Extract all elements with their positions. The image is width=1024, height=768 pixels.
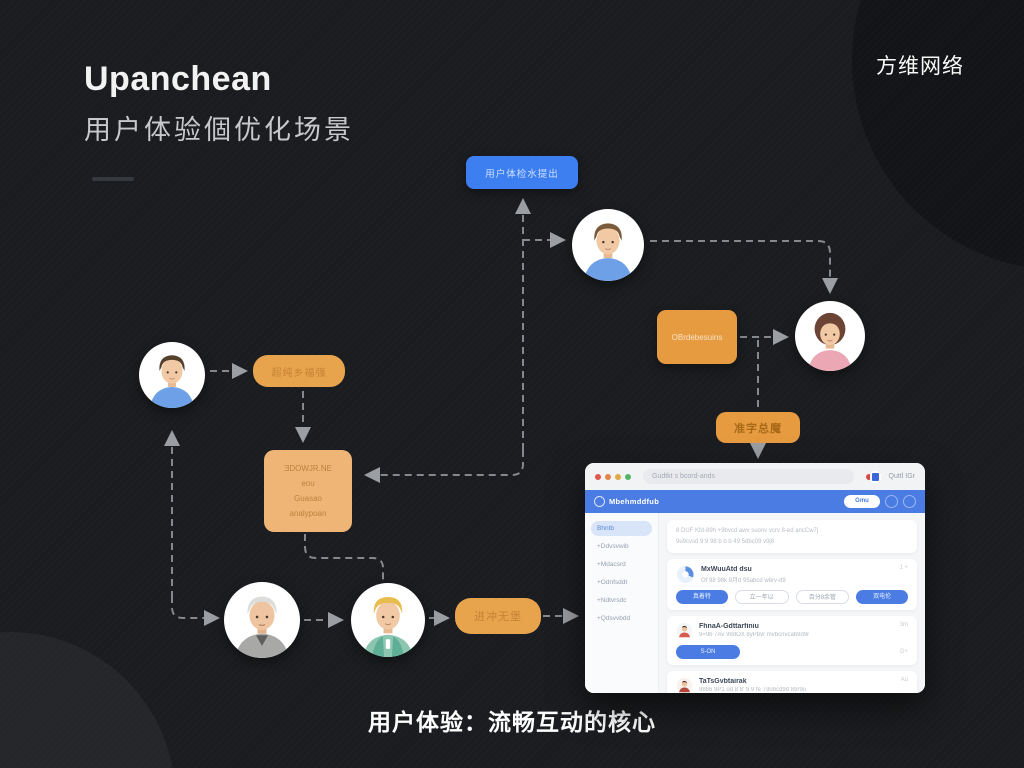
card-1-subtitle: Of 98 98k 9月d 95abcd wbrv-d9	[701, 577, 786, 584]
site-nav-button[interactable]: Gmu	[844, 495, 880, 508]
card-1-button-4[interactable]: 双电伦	[856, 590, 908, 604]
feature-card-3: TaTsGvbtairak 9886 9P1 od 8 8' 9 9 fe T9…	[667, 671, 917, 693]
avatar-young-person	[351, 583, 425, 657]
card-2-title: FhnaA-Gdttarfiniu	[699, 623, 759, 630]
slide-title: Upanchean	[84, 60, 272, 98]
avatar-old-man	[224, 582, 300, 658]
card-3-corner-label: Au	[900, 677, 908, 683]
process-line-4: analypoan	[289, 509, 327, 519]
process-line-3: Guasao	[293, 494, 323, 503]
card-2-corner-label: 3m	[899, 622, 908, 628]
sidebar-item-1[interactable]: +Ddvsvwib	[597, 543, 629, 550]
card-2-button[interactable]: S-ON	[676, 645, 740, 659]
process-line-1: ƎDOWJR.NE	[284, 463, 332, 473]
card-3-title: TaTsGvbtairak	[699, 678, 747, 685]
pie-chart-icon	[676, 565, 695, 584]
sidebar-item-4[interactable]: +Ndtvrsdc	[597, 597, 627, 604]
card-1-corner-label: 1 +	[899, 565, 908, 571]
site-main-column: 8 DUF Kfd-89h +9bvcd awv suonv vcrv 8-ed…	[659, 513, 925, 693]
traffic-light-red[interactable]	[595, 473, 601, 480]
sidebar-item-3[interactable]: +Odnfsddt	[597, 579, 628, 586]
site-nav-bar: Mbehmddfub Gmu	[585, 490, 925, 513]
avatar-old-man-illustration	[235, 596, 289, 658]
brand-watermark: 方维网络	[876, 55, 964, 78]
url-bar[interactable]: Gudtkt s bcord-ands	[643, 469, 854, 484]
avatar-man-left	[139, 342, 205, 408]
intro-card: 8 DUF Kfd-89h +9bvcd awv suonv vcrv 8-ed…	[667, 520, 917, 553]
flow-node-blue-start: 用户体检水提出	[466, 156, 578, 189]
feature-card-1: MxWuuAtd dsu Of 98 98k 9月d 95abcd wbrv-d…	[667, 559, 917, 610]
avatar-woman-illustration	[808, 312, 852, 371]
flow-node-process: ƎDOWJR.NE eou Guasao analypoan	[264, 450, 352, 532]
flow-node-left: 超纯乡福强	[253, 355, 345, 387]
flow-node-decision: OBrdebesuins	[657, 310, 737, 364]
flow-node-bottom: 进冲无堡	[455, 598, 541, 634]
nav-circle-icon-2[interactable]	[903, 495, 916, 508]
site-sidebar: Bhntb +Ddvsvwib +Mdacsrd +Odnfsddt +Ndtv…	[585, 513, 659, 693]
flow-node-action: 准字总魔	[716, 412, 800, 443]
sidebar-item-5[interactable]: +Qdsvvbdd	[597, 615, 631, 622]
site-content: Bhntb +Ddvsvwib +Mdacsrd +Odnfsddt +Ndtv…	[585, 513, 925, 693]
card-2-corner-label-2: D+	[900, 649, 908, 655]
card-1-button-2[interactable]: 立一年以	[734, 590, 789, 604]
traffic-light-orange[interactable]	[605, 473, 611, 480]
browser-toolbar-label: Quttl IGr	[888, 473, 915, 480]
slide-subtitle: 用户体验個优化场景	[84, 115, 354, 145]
card-1-button-3[interactable]: 百分8余管	[795, 590, 850, 604]
traffic-light-yellow[interactable]	[615, 473, 621, 480]
user-avatar-icon-brown	[676, 677, 693, 693]
card-1-title: MxWuuAtd dsu	[701, 565, 752, 573]
intro-line-2: 9u9cvsd 9:9 98 b b b 49 5dbc09 v9j8	[676, 538, 775, 545]
card-3-subtitle: 9886 9P1 od 8 8' 9 9 fe T9ubcd9d 89r9u	[699, 687, 807, 693]
subtitle-divider	[92, 177, 134, 181]
user-avatar-icon-red	[676, 622, 693, 639]
avatar-woman	[795, 301, 865, 371]
feature-card-2: FhnaA-Gdttarfiniu 9=9b 7Av 99dOX 8yPbvr …	[667, 616, 917, 665]
traffic-light-green[interactable]	[625, 473, 631, 480]
card-2-subtitle: 9=9b 7Av 99dOX 8yPbvr mvbcnvcab9d9r	[699, 632, 810, 638]
card-1-button-1[interactable]: 真着特	[676, 590, 728, 604]
avatar-young-person-illustration	[363, 597, 413, 657]
avatar-young-man-illustration	[583, 223, 633, 281]
avatar-young-man-top	[572, 209, 644, 281]
browser-chrome-bar: Gudtkt s bcord-ands Quttl IGr	[585, 463, 925, 490]
site-logo-icon	[594, 496, 605, 507]
intro-line-1: 8 DUF Kfd-89h +9bvcd awv suonv vcrv 8-ed…	[676, 528, 819, 534]
sidebar-item-0[interactable]: Bhntb	[591, 521, 652, 536]
bottom-caption: 用户体验：流畅互动的核心	[368, 709, 656, 735]
nav-circle-icon-1[interactable]	[885, 495, 898, 508]
avatar-man-left-illustration	[149, 355, 195, 408]
site-nav-title: Mbehmddfub	[609, 497, 660, 506]
browser-extension-icon[interactable]	[865, 470, 881, 483]
process-line-2: eou	[301, 478, 315, 488]
browser-window-mockup: Gudtkt s bcord-ands Quttl IGr Mbehmddfub…	[585, 463, 925, 693]
sidebar-item-2[interactable]: +Mdacsrd	[597, 561, 626, 568]
